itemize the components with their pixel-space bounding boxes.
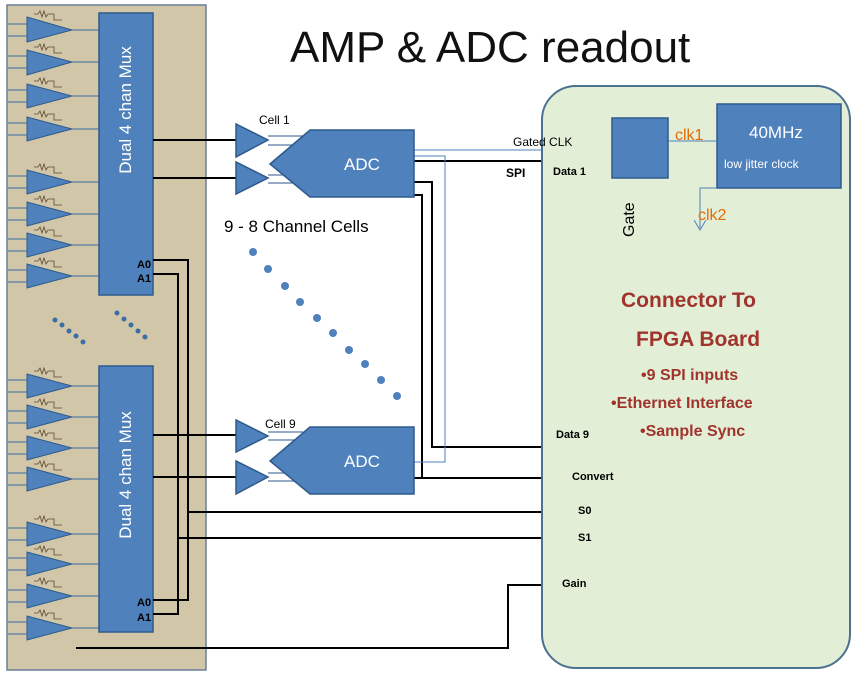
cell1-amp-b (235, 160, 270, 196)
amplifier-triangle (26, 169, 74, 195)
amplifier-triangle (26, 373, 74, 399)
connector-bullet-3: •Sample Sync (640, 423, 745, 440)
amplifier-triangle (26, 435, 74, 461)
data9-label: Data 9 (556, 429, 589, 441)
amplifier-triangle (26, 615, 74, 641)
amplifier-triangle (26, 232, 74, 258)
cell9-label: Cell 9 (265, 417, 296, 431)
amplifier-outputs (72, 29, 100, 629)
gain-label: Gain (562, 578, 587, 590)
amplifier-triangle (26, 49, 74, 76)
cell1-amp-a (235, 122, 270, 159)
gate-block (611, 117, 669, 179)
clock-freq: 40MHz (749, 123, 803, 142)
amplifier-triangle (26, 263, 74, 289)
amplifier-triangle (26, 583, 74, 609)
clk2-wire (699, 187, 717, 228)
amplifier-inputs (8, 23, 28, 635)
mux-bottom-a1: A1 (137, 612, 151, 624)
adc-top-label: ADC (344, 155, 380, 174)
s1-label: S1 (578, 532, 591, 544)
amplifier-triangle (26, 16, 74, 43)
clk1-label: clk1 (675, 127, 704, 144)
mux-top-a1: A1 (137, 273, 151, 285)
cell-9-group (235, 418, 415, 496)
connector-bullet-2: •Ethernet Interface (611, 395, 753, 412)
wiring-black (76, 139, 560, 649)
amplifier-triangle (26, 404, 74, 430)
ellipsis-dots-center (249, 248, 401, 400)
cells-caption: 9 - 8 Channel Cells (224, 217, 369, 236)
clk2-arrow-icon (693, 219, 707, 231)
cell9-amp-a (235, 418, 270, 454)
gated-clk-label: Gated CLK (513, 135, 572, 149)
gate-label: Gate (621, 202, 638, 237)
clock-block (716, 103, 842, 189)
page-title: AMP & ADC readout (290, 23, 690, 72)
amplifier-array-top (26, 16, 74, 289)
cell1-label: Cell 1 (259, 113, 290, 127)
connector-bullet-1: •9 SPI inputs (641, 367, 738, 384)
amplifier-array-bottom (26, 373, 74, 641)
adc-bottom-label: ADC (344, 452, 380, 471)
amplifier-triangle (26, 521, 74, 547)
s0-label: S0 (578, 505, 591, 517)
mux-bottom-block (98, 365, 154, 633)
cell-1-group (235, 122, 415, 198)
amplifier-triangle (26, 201, 74, 227)
amplifier-triangle (26, 116, 74, 142)
clk2-label: clk2 (698, 207, 727, 224)
amplifier-triangle (26, 83, 74, 109)
mux-top-block (98, 12, 154, 296)
mux-bottom-a0: A0 (137, 597, 151, 609)
spi-label: SPI (506, 166, 525, 180)
cell9-amp-b (235, 459, 270, 496)
amplifier-triangle (26, 551, 74, 577)
feedback-networks (34, 9, 62, 620)
ellipsis-dots-left (52, 310, 148, 345)
connector-title-line1: Connector To (621, 289, 756, 312)
adc-top-block (268, 129, 415, 198)
amplifier-triangle (26, 466, 74, 492)
connector-board (541, 85, 851, 669)
mux-top-a0: A0 (137, 259, 151, 271)
mux-top-label: Dual 4 chan Mux (116, 46, 135, 174)
adc-bottom-block (268, 426, 415, 495)
data1-label: Data 1 (553, 166, 586, 178)
convert-label: Convert (572, 471, 614, 483)
connector-title-line2: FPGA Board (636, 328, 760, 351)
clock-desc: low jitter clock (724, 157, 800, 171)
mux-bottom-label: Dual 4 chan Mux (116, 411, 135, 539)
